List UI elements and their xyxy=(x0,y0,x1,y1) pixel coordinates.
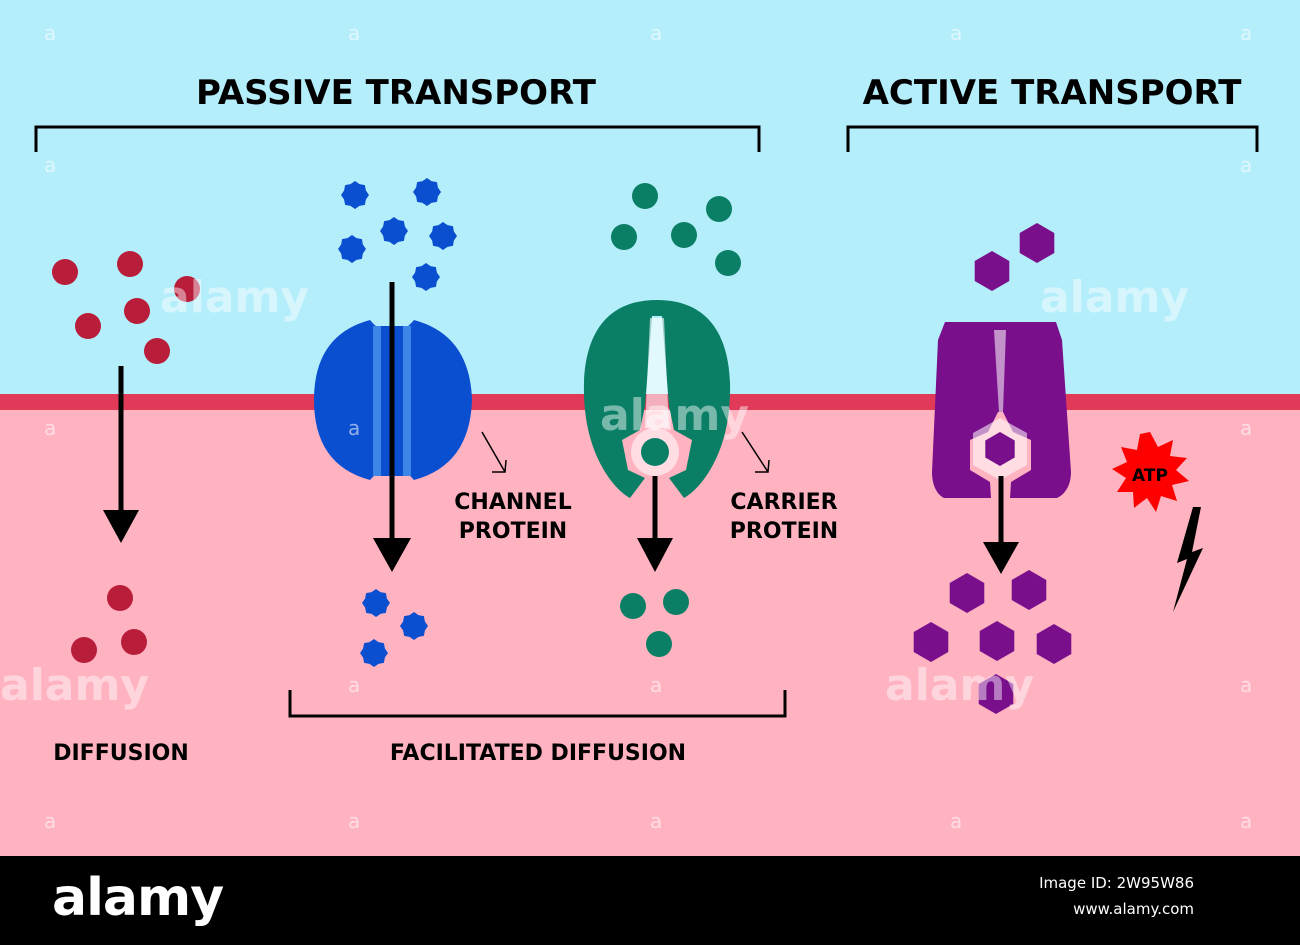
carrier-molecules-outside xyxy=(611,183,741,276)
watermark-mark: a xyxy=(1240,21,1252,45)
watermark-mark: a xyxy=(650,21,662,45)
footer-image-id: Image ID: 2W95W86 xyxy=(1039,874,1194,892)
watermark-brand: alamy xyxy=(0,660,149,711)
facilitated-bracket xyxy=(288,690,787,718)
watermark-brand: alamy xyxy=(1040,272,1189,323)
carrier-arrow xyxy=(637,476,673,572)
watermark-mark: a xyxy=(1240,416,1252,440)
diffusion-molecule xyxy=(107,585,133,611)
star-molecule-icon xyxy=(360,639,388,667)
carrier-pointer-arrow xyxy=(741,431,770,473)
channel-protein-label-1: CHANNEL xyxy=(454,490,571,515)
diffusion-molecule xyxy=(124,298,150,324)
star-molecule-icon xyxy=(338,235,366,263)
facilitated-diffusion-label: FACILITATED DIFFUSION xyxy=(390,741,686,766)
watermark-mark: a xyxy=(348,416,360,440)
star-molecule-icon xyxy=(400,612,428,640)
watermark-mark: a xyxy=(348,809,360,833)
diffusion-molecule xyxy=(52,259,78,285)
watermark-mark: a xyxy=(44,809,56,833)
carrier-molecules-inside xyxy=(620,589,689,657)
diffusion-arrow xyxy=(103,366,139,543)
footer-site-link[interactable]: www.alamy.com xyxy=(1073,900,1194,918)
atp-label: ATP xyxy=(1132,466,1168,486)
watermark-mark: a xyxy=(1240,673,1252,697)
watermark-mark: a xyxy=(44,21,56,45)
intracellular-region xyxy=(0,410,1300,856)
carrier-molecule xyxy=(632,183,658,209)
star-molecule-icon xyxy=(341,181,369,209)
atp-burst-icon xyxy=(1112,432,1189,512)
diffusion-molecule xyxy=(121,629,147,655)
watermark-mark: a xyxy=(650,673,662,697)
watermark-brand: alamy xyxy=(600,390,749,441)
active-arrow xyxy=(983,476,1019,574)
watermark-mark: a xyxy=(1240,809,1252,833)
watermark-mark: a xyxy=(44,153,56,177)
footer-logo: alamy xyxy=(52,868,224,928)
watermark-mark: a xyxy=(950,809,962,833)
diffusion-molecule xyxy=(144,338,170,364)
star-molecule-icon xyxy=(413,178,441,206)
passive-bracket xyxy=(34,125,761,152)
watermark-mark: a xyxy=(348,673,360,697)
watermark-mark: a xyxy=(650,809,662,833)
watermark-brand: alamy xyxy=(885,660,1034,711)
diffusion-molecules-outside xyxy=(52,251,200,364)
stock-footer: alamy Image ID: 2W95W86 www.alamy.com xyxy=(0,856,1300,945)
carrier-molecule xyxy=(646,631,672,657)
carrier-protein xyxy=(583,300,731,498)
watermark-mark: a xyxy=(950,21,962,45)
lightning-bolt-icon xyxy=(1173,507,1203,612)
carrier-protein-label-2: PROTEIN xyxy=(730,519,838,544)
watermark-mark: a xyxy=(348,21,360,45)
passive-transport-heading: PASSIVE TRANSPORT xyxy=(196,73,597,113)
diffusion-label: DIFFUSION xyxy=(53,741,189,766)
transport-diagram: PASSIVE TRANSPORT ACTIVE TRANSPORT DIFFU… xyxy=(0,21,1300,856)
diffusion-molecules-inside xyxy=(71,585,147,663)
star-molecule-icon xyxy=(362,589,390,617)
active-bracket xyxy=(846,125,1259,152)
star-molecule-icon xyxy=(429,222,457,250)
carrier-molecule xyxy=(671,222,697,248)
channel-pointer-arrow xyxy=(481,431,507,473)
diffusion-molecule xyxy=(174,276,200,302)
active-protein xyxy=(932,322,1071,498)
channel-arrow xyxy=(373,282,411,572)
active-transport-heading: ACTIVE TRANSPORT xyxy=(863,73,1243,113)
diffusion-molecule xyxy=(117,251,143,277)
watermark-mark: a xyxy=(1240,153,1252,177)
star-molecule-icon xyxy=(412,263,440,291)
watermark-mark: a xyxy=(44,416,56,440)
carrier-molecule xyxy=(663,589,689,615)
carrier-molecule xyxy=(715,250,741,276)
carrier-molecule xyxy=(620,593,646,619)
watermark-brand: alamy xyxy=(160,272,309,323)
carrier-molecule xyxy=(611,224,637,250)
diffusion-molecule xyxy=(75,313,101,339)
channel-protein-label-2: PROTEIN xyxy=(459,519,567,544)
diffusion-molecule xyxy=(71,637,97,663)
carrier-molecule xyxy=(706,196,732,222)
star-molecule-icon xyxy=(380,217,408,245)
carrier-protein-label-1: CARRIER xyxy=(730,490,837,515)
